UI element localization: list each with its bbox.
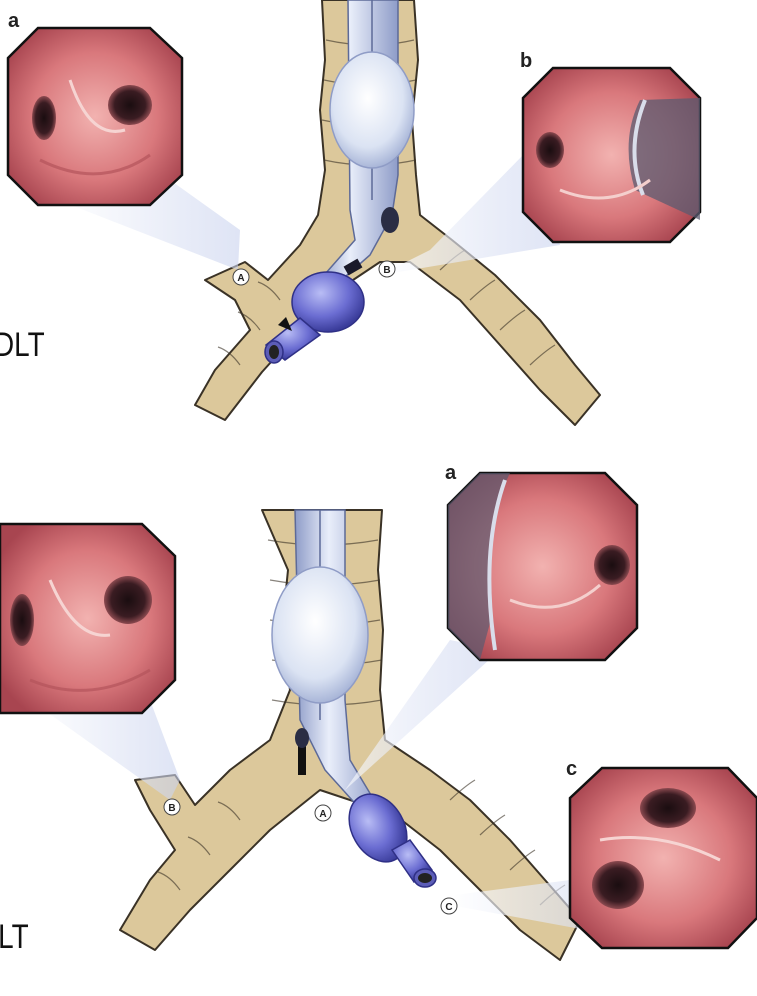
top-inset-b [523, 68, 700, 242]
bottom-inset-left [0, 524, 175, 713]
top-inset-a-letter: a [8, 10, 19, 33]
top-figure-label: DLT [0, 326, 45, 365]
bottom-figure-label: DLT [0, 918, 29, 957]
bottom-marker-b: B [168, 803, 175, 814]
bottom-marker-a: A [319, 809, 326, 820]
top-marker-a: A [237, 273, 244, 284]
bottom-inset-c [570, 768, 757, 948]
top-figure: A B [8, 0, 700, 425]
bottom-inset-a [448, 473, 637, 660]
bottom-tracheal-cuff [272, 567, 368, 703]
bottom-marker-c: C [445, 902, 452, 913]
top-inset-a [8, 28, 182, 205]
bottom-inset-c-letter: c [566, 758, 577, 781]
bottom-inset-a-letter: a [445, 462, 456, 485]
top-inset-b-letter: b [520, 50, 532, 73]
bottom-figure: B A C [0, 473, 757, 960]
top-marker-b: B [383, 265, 390, 276]
top-tracheal-cuff [330, 52, 414, 168]
